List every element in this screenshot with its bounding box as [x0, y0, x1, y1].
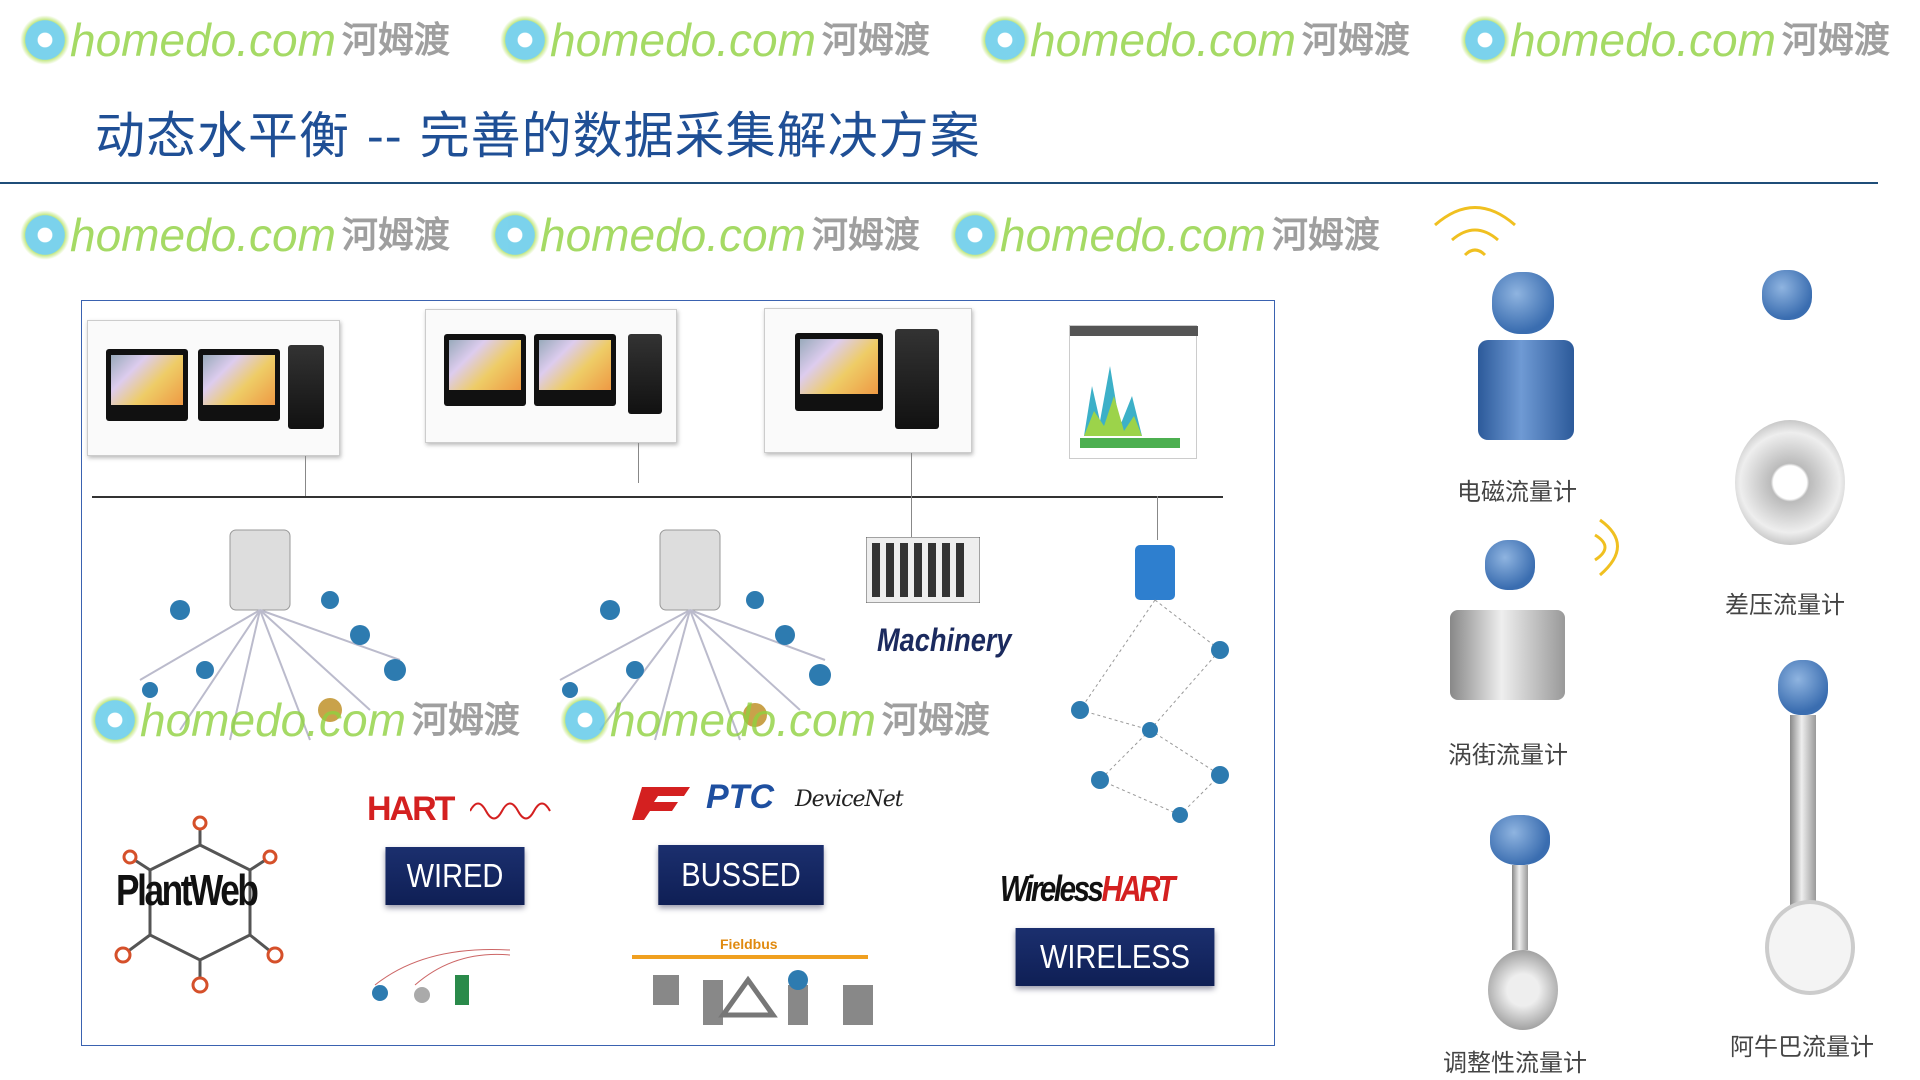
foundation-fieldbus-logo: [632, 787, 690, 820]
watermark-cn: 河姆渡: [1781, 19, 1890, 60]
watermark-cn: 河姆渡: [811, 214, 920, 255]
title-divider: [0, 182, 1878, 184]
bussed-button[interactable]: BUSSED: [658, 845, 824, 905]
bus-drop: [305, 456, 306, 496]
machinery-rack-icon: [866, 537, 980, 603]
ptc-logo: PTC: [706, 778, 774, 816]
wireless-signal-icon: [1594, 518, 1619, 577]
instrument-label-conditioning: 调整性流量计: [1443, 1049, 1587, 1077]
conditioning-orifice-image: [1490, 815, 1550, 865]
page-title: 动态水平衡 -- 完善的数据采集解决方案: [95, 107, 981, 165]
watermark-text: homedo.com: [70, 14, 336, 66]
workstation-1: [87, 320, 340, 456]
watermark-text: homedo.com: [1510, 14, 1776, 66]
vortex-flowmeter-image: [1485, 540, 1535, 590]
system-diagram: [81, 300, 1275, 1046]
orifice-plate-image: [1735, 420, 1845, 545]
wireless-mesh-network: [1071, 545, 1229, 823]
conditioning-orifice-stem: [1512, 865, 1528, 950]
wired-devices-icon: [372, 948, 511, 1005]
watermark-cn: 河姆渡: [821, 19, 930, 60]
wireless-button[interactable]: WIRELESS: [1015, 928, 1215, 986]
annubar-flowmeter-image: [1778, 660, 1828, 715]
instrument-label-differential-pressure: 差压流量计: [1725, 591, 1845, 619]
hart-logo: HART: [367, 790, 455, 828]
wirelesshart-logo-hart: HART: [1101, 868, 1175, 909]
plantweb-molecule-logo: [114, 815, 284, 994]
watermark-text: homedo.com: [1000, 209, 1266, 261]
watermark-text: homedo.com: [1030, 14, 1296, 66]
watermark-cn: 河姆渡: [1271, 214, 1380, 255]
dp-flowmeter-image: [1762, 270, 1812, 320]
annubar-pipe: [1765, 900, 1855, 995]
hart-wave-icon: [470, 802, 551, 820]
conditioning-orifice-plate: [1488, 950, 1558, 1030]
bus-drop: [911, 453, 912, 537]
workstation-2: [425, 309, 677, 443]
plantweb-label: PlantWeb: [116, 866, 259, 915]
magnetic-flowmeter-image: [1492, 272, 1554, 334]
bus-drop: [1157, 496, 1158, 540]
magnetic-flowmeter-body: [1478, 340, 1574, 440]
annubar-stem: [1790, 715, 1816, 915]
watermark-cn: 河姆渡: [341, 214, 450, 255]
devicenet-logo: DeviceNet: [795, 787, 904, 812]
control-network-bus: [92, 496, 1223, 498]
instrument-label-electromagnetic: 电磁流量计: [1457, 478, 1577, 506]
wired-hart-field-devices: [139, 529, 406, 741]
trend-chart-icon: [1070, 326, 1198, 448]
fieldbus-segment: [632, 955, 868, 959]
wirelesshart-logo-wireless: Wireless: [1000, 868, 1104, 909]
instrument-label-annubar: 阿牛巴流量计: [1730, 1033, 1874, 1061]
instrument-label-vortex: 涡街流量计: [1448, 741, 1568, 769]
machinery-label: Machinery: [877, 622, 1012, 658]
watermark-cn: 河姆渡: [341, 19, 450, 60]
watermark-text: homedo.com: [550, 14, 816, 66]
wireless-signal-icon: [1434, 206, 1516, 257]
watermark-cn: 河姆渡: [1301, 19, 1410, 60]
watermark-text: homedo.com: [540, 209, 806, 261]
bus-drop: [638, 443, 639, 483]
workstation-3: [764, 308, 972, 453]
vortex-flowmeter-body: [1450, 610, 1565, 700]
bussed-field-devices: [559, 529, 831, 741]
wired-button[interactable]: WIRED: [385, 847, 525, 905]
fieldbus-devices-icon: [653, 970, 873, 1025]
fieldbus-label: Fieldbus: [720, 936, 778, 952]
watermark-text: homedo.com: [70, 209, 336, 261]
analytics-screen: [1069, 325, 1198, 459]
wirelesshart-logo: WirelessHART: [1000, 868, 1176, 910]
